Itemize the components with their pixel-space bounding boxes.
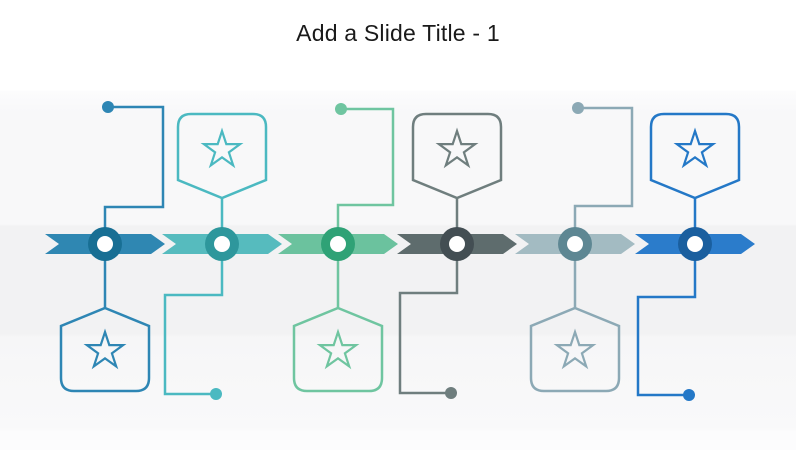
timeline-item-6[interactable] [635,112,755,401]
star-icon [316,328,360,370]
star-icon [200,127,244,169]
timeline-item-3[interactable] [278,103,398,393]
milestone-circle-center [97,236,113,252]
connector-endpoint-dot [335,103,347,115]
elbow-connector-line [103,105,165,244]
star-badge[interactable] [176,112,268,200]
elbow-connector-line [163,244,224,396]
connector-endpoint-dot [445,387,457,399]
timeline-item-4[interactable] [397,112,517,399]
connector-endpoint-dot [102,101,114,113]
elbow-connector-line [398,244,459,395]
timeline-item-5[interactable] [515,102,635,393]
star-icon [435,127,479,169]
elbow-connector-line [636,244,697,397]
milestone-circle-center [449,236,465,252]
star-badge[interactable] [649,112,741,200]
elbow-connector-line [336,107,395,244]
elbow-connector-line [573,106,634,244]
timeline-item-2[interactable] [162,112,282,400]
milestone-circle-center [687,236,703,252]
star-badge[interactable] [59,306,151,393]
star-icon [673,127,717,169]
star-badge[interactable] [411,112,503,200]
star-badge[interactable] [529,306,621,393]
timeline-item-1[interactable] [45,101,165,393]
connector-endpoint-dot [572,102,584,114]
milestone-circle-center [214,236,230,252]
star-icon [553,328,597,370]
milestone-circle-center [330,236,346,252]
connector-endpoint-dot [210,388,222,400]
star-badge[interactable] [292,306,384,393]
slide-title-placeholder[interactable]: Add a Slide Title - 1 [296,20,500,46]
star-icon [83,328,127,370]
milestone-circle-center [567,236,583,252]
connector-endpoint-dot [683,389,695,401]
